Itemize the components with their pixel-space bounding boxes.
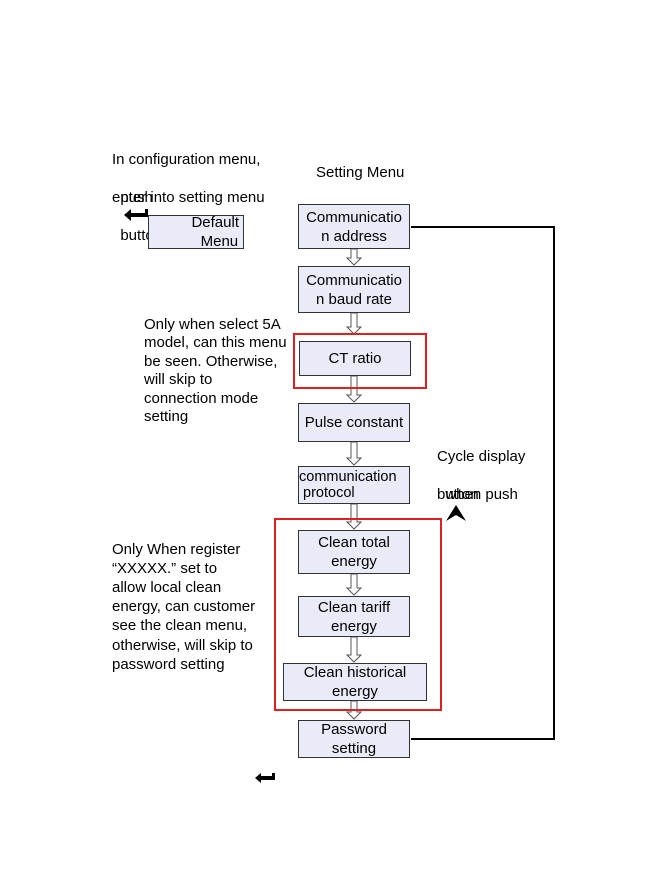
up-arrow-icon (446, 505, 467, 521)
flow-arrow (345, 573, 363, 596)
flow-arrow (345, 312, 363, 335)
flow-arrow (345, 503, 363, 530)
flow-arrow (345, 248, 363, 266)
setting-menu-title: Setting Menu (316, 164, 405, 181)
menu-communication-baud-rate: Communicatio n baud rate (298, 266, 410, 313)
default-menu-box: Default Menu (148, 215, 244, 249)
ct-ratio-note: Only when select 5A model, can this menu… (144, 316, 287, 426)
return-arrow-icon (255, 773, 275, 783)
menu-pulse-constant: Pulse constant (298, 403, 410, 442)
ct-ratio-highlight (293, 333, 427, 389)
cycle-loop-line (411, 226, 555, 740)
config-note-push: push (120, 189, 153, 206)
flow-arrow (345, 375, 363, 403)
flow-arrow (345, 441, 363, 466)
menu-communication-address: Communicatio n address (298, 204, 410, 249)
clean-note-line2: “XXXXX.” set to (112, 560, 218, 577)
menu-clean-tariff-energy: Clean tariff energy (298, 596, 410, 637)
menu-ct-ratio: CT ratio (299, 341, 411, 376)
menu-password-setting: Password setting (298, 720, 410, 758)
clean-note-line1: Only When register (112, 541, 241, 558)
config-note-line1: In configuration menu, (112, 151, 261, 168)
clean-note-rest: allow local clean energy, can customer s… (112, 579, 256, 673)
cycle-note-line1: Cycle display (437, 448, 526, 465)
config-note-line3: enter into setting menu (112, 189, 265, 206)
clean-menu-highlight (274, 518, 442, 711)
return-arrow-icon (124, 209, 149, 221)
cycle-note-line2: when push (437, 466, 518, 524)
flow-arrow (345, 636, 363, 663)
menu-clean-total-energy: Clean total energy (298, 530, 410, 574)
cycle-note-line3: button (437, 486, 479, 503)
menu-communication-protocol: communication protocol (298, 466, 410, 504)
cycle-note-push: when push (445, 486, 518, 503)
menu-clean-historical-energy: Clean historical energy (283, 663, 427, 701)
